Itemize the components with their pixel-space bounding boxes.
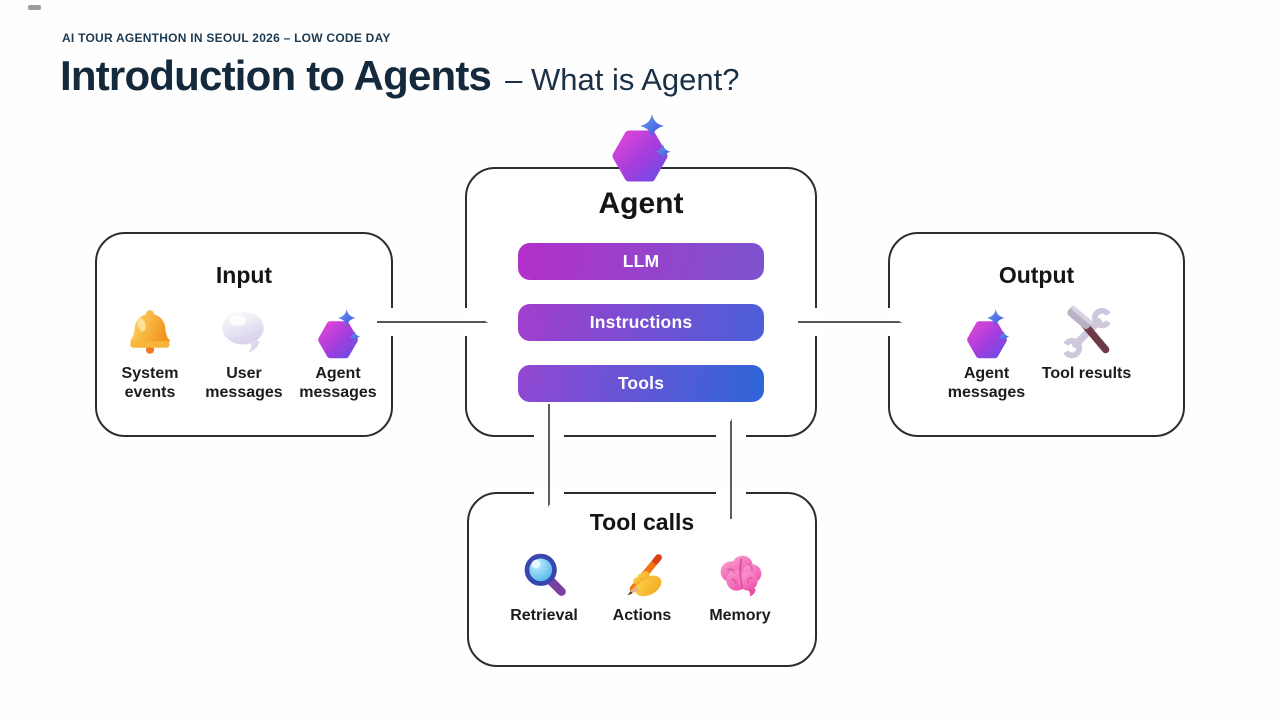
slide-eyebrow: AI TOUR AGENTHON IN SEOUL 2026 – LOW COD… [62, 31, 391, 45]
item-label: Agent messages [947, 365, 1026, 401]
speech-bubble-icon [215, 302, 273, 360]
slide-title-row: Introduction to Agents – What is Agent? [60, 52, 740, 100]
input-items-row: System events User messages Agent messag… [97, 302, 391, 402]
slide-subtitle: – What is Agent? [505, 62, 740, 97]
input-box: Input System events User messages Agent … [95, 232, 393, 437]
slide-title: Introduction to Agents [60, 52, 492, 99]
pill-tools: Tools [518, 365, 764, 402]
item-label: Actions [612, 607, 672, 624]
hammer-wrench-icon [1058, 302, 1116, 360]
tool-calls-item-memory: Memory [691, 549, 789, 626]
magnifier-icon [518, 549, 571, 602]
item-label: Agent messages [299, 365, 377, 401]
agent-hexagon-icon [601, 104, 679, 184]
input-item-user-messages: User messages [197, 302, 291, 402]
agent-pills: LLM Instructions Tools [518, 243, 764, 402]
tool-calls-item-actions: Actions [593, 549, 691, 626]
output-box: Output Agent messages Tool results [888, 232, 1185, 437]
writing-hand-icon [616, 549, 669, 602]
tool-calls-items-row: Retrieval Actions Memory [469, 549, 815, 626]
agent-hexagon-icon [309, 302, 367, 360]
input-item-agent-messages: Agent messages [291, 302, 385, 402]
item-label: Memory [709, 607, 771, 624]
brain-icon [714, 549, 767, 602]
output-item-agent-messages: Agent messages [937, 302, 1037, 402]
tool-calls-box-title: Tool calls [589, 509, 695, 535]
item-label: System events [121, 365, 179, 401]
input-item-system-events: System events [103, 302, 197, 402]
pill-instructions: Instructions [518, 304, 764, 341]
item-label: User messages [205, 365, 283, 401]
tool-calls-item-retrieval: Retrieval [495, 549, 593, 626]
input-box-title: Input [215, 262, 273, 288]
bell-icon [121, 302, 179, 360]
item-label: Retrieval [510, 607, 578, 624]
agent-hexagon-icon [958, 302, 1016, 360]
item-label: Tool results [1041, 365, 1132, 382]
screen-edge-artifact [28, 5, 41, 10]
pill-llm: LLM [518, 243, 764, 280]
tool-calls-box: Tool calls Retrieval Actions Memory [467, 492, 817, 667]
output-items-row: Agent messages Tool results [890, 302, 1183, 402]
agent-box: Agent LLM Instructions Tools [465, 167, 817, 437]
agent-box-title: Agent [598, 187, 684, 220]
output-item-tool-results: Tool results [1037, 302, 1137, 402]
output-box-title: Output [998, 262, 1075, 288]
